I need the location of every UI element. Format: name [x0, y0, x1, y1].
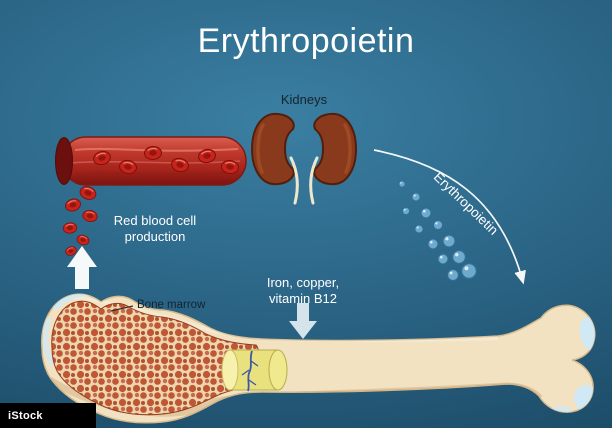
epo-droplet	[427, 238, 439, 250]
epo-droplet	[451, 249, 467, 265]
red-blood-cell	[75, 233, 91, 247]
epo-droplet	[433, 220, 443, 230]
epo-droplet	[411, 192, 421, 202]
rbc-production-label: Red blood cell production	[92, 213, 218, 244]
bone-marrow-leader-line	[110, 305, 134, 312]
kidneys-illustration	[250, 112, 358, 205]
cartilage-cap	[42, 317, 54, 365]
epo-droplet	[437, 253, 449, 265]
red-blood-cell	[77, 183, 99, 203]
kidneys-label-text: Kidneys	[280, 92, 328, 107]
left-kidney	[250, 112, 300, 205]
red-blood-cell	[63, 196, 83, 214]
epo-droplet	[420, 207, 432, 219]
condyle-cartilage	[574, 385, 595, 411]
nutrients-line2: vitamin B12	[269, 290, 337, 306]
condyle-cartilage	[579, 317, 595, 351]
epo-droplet	[460, 262, 478, 280]
vessel-opening	[55, 137, 73, 185]
nutrients-label: Iron, copper, vitamin B12	[243, 275, 363, 306]
epo-droplet	[398, 180, 406, 188]
page-title: Erythropoietin	[197, 22, 415, 60]
bone-marrow-label: Bone marrow	[137, 299, 205, 311]
rbc-production-line1: Red blood cell	[113, 213, 197, 228]
curved-arrow	[373, 149, 526, 285]
right-kidney	[308, 112, 358, 205]
epo-droplet	[414, 224, 424, 234]
bone-marrow-label-text: Bone marrow	[137, 299, 206, 311]
rbc-production-line2: production	[124, 228, 186, 244]
watermark-bar: iStock	[0, 403, 96, 428]
femur-bone	[41, 293, 596, 424]
epo-droplet	[442, 234, 456, 248]
epo-droplet	[446, 268, 460, 282]
nutrients-line1: Iron, copper,	[266, 275, 340, 290]
red-blood-cell	[62, 221, 78, 235]
kidneys-label: Kidneys	[254, 92, 354, 108]
blood-vessel	[55, 136, 247, 186]
cartilage-cap	[52, 294, 102, 310]
down-arrow	[289, 303, 317, 339]
up-arrow	[67, 246, 97, 289]
epo-droplet	[402, 207, 410, 215]
watermark-brand: iStock	[8, 409, 43, 422]
marrow-blood-vessel	[241, 350, 259, 392]
